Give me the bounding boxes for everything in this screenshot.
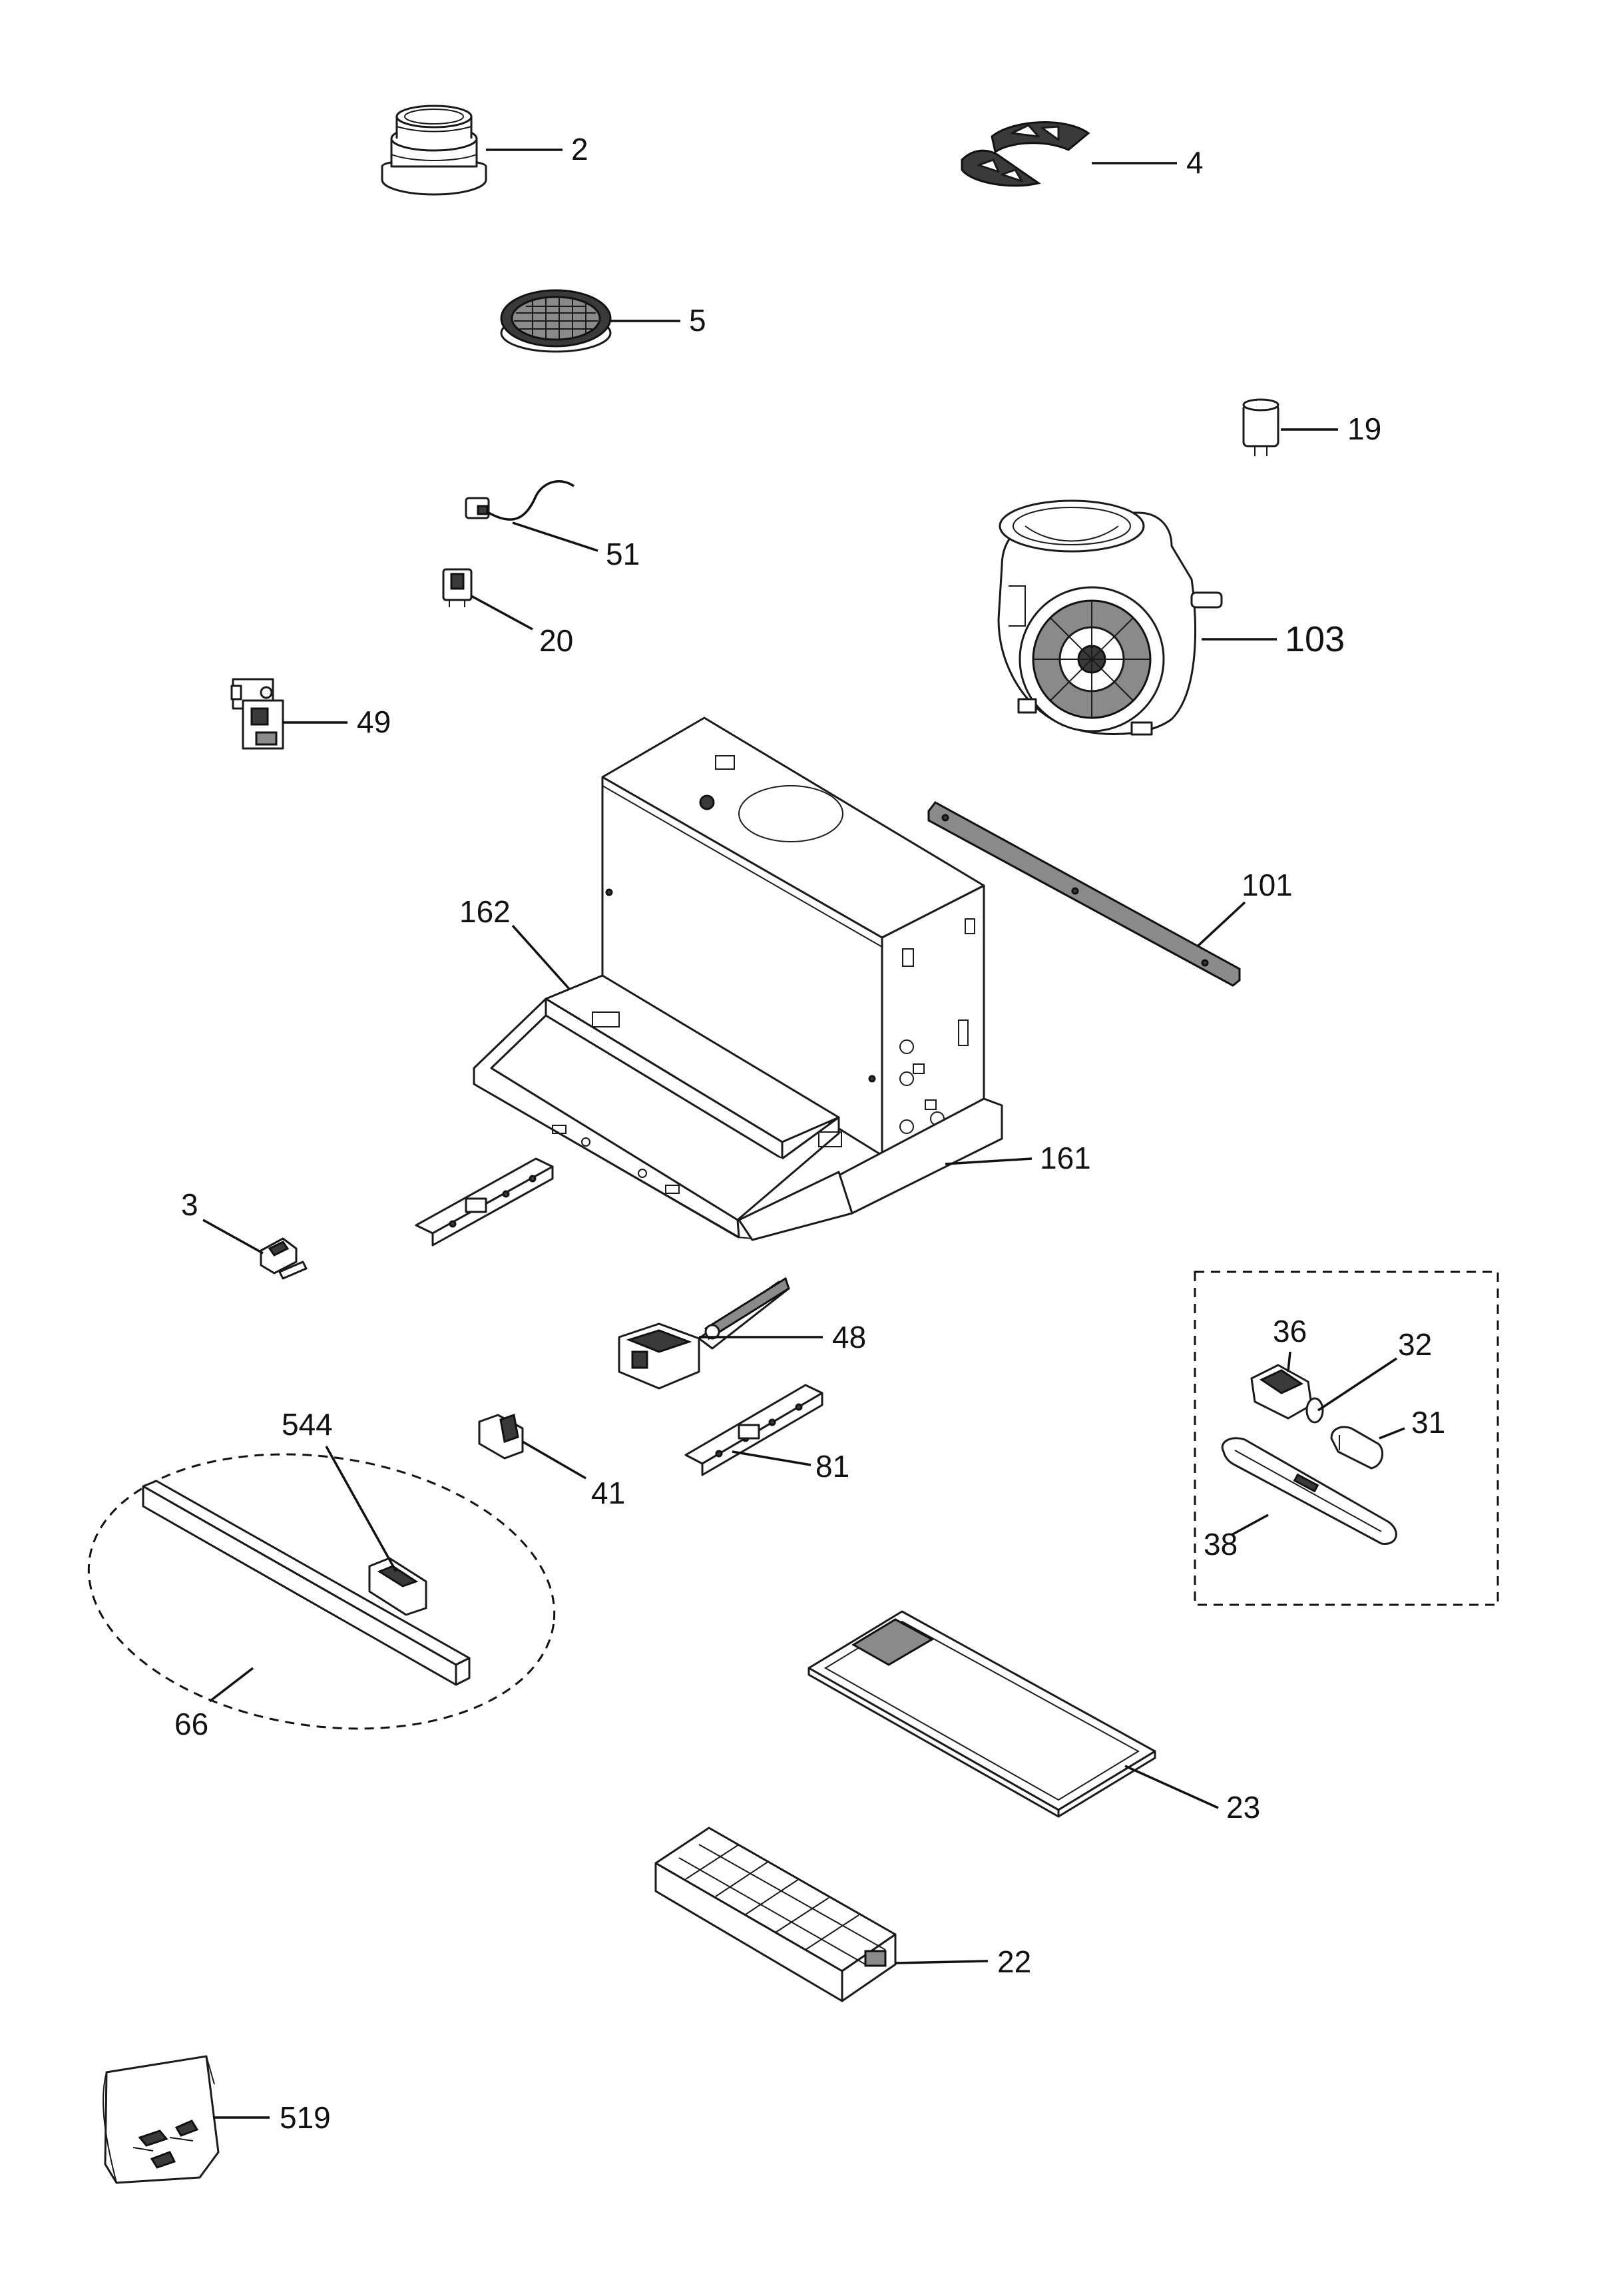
callout-22: 22 <box>997 1944 1031 1979</box>
callout-2: 2 <box>571 132 588 166</box>
part-19-capacitor <box>1242 398 1279 456</box>
part-103-blower-motor <box>997 499 1223 736</box>
part-41-bracket <box>478 1414 524 1460</box>
callout-41: 41 <box>591 1476 625 1510</box>
lighting-kit-group-box <box>1194 1271 1499 1606</box>
drawer-slide-upper <box>415 1157 554 1247</box>
callout-23: 23 <box>1226 1790 1260 1825</box>
part-22-carbon-filter-tray <box>654 1827 897 2002</box>
callout-19: 19 <box>1347 412 1381 446</box>
callout-32: 32 <box>1398 1327 1432 1362</box>
part-48-switch-block <box>618 1277 790 1390</box>
callout-162: 162 <box>459 894 511 929</box>
part-3-clip <box>260 1237 308 1280</box>
callout-544: 544 <box>282 1407 333 1442</box>
part-544-trim-clip <box>368 1557 427 1616</box>
callout-38: 38 <box>1204 1527 1238 1562</box>
callout-49: 49 <box>357 705 391 739</box>
part-66-front-trim-bar <box>142 1480 471 1686</box>
main-housing <box>601 717 985 1157</box>
part-5-round-filter <box>500 289 612 353</box>
part-101-side-rail <box>927 801 1241 987</box>
front-panel-group-ellipse <box>87 1453 556 1730</box>
part-49-control-module <box>230 678 284 750</box>
part-51-cable <box>465 480 574 521</box>
part-38-lamp-cover <box>1221 1437 1397 1545</box>
callout-161: 161 <box>1040 1141 1091 1175</box>
part-519-accessory-bag <box>103 2055 220 2184</box>
callout-3: 3 <box>181 1187 198 1222</box>
callout-51: 51 <box>606 537 640 571</box>
callout-81: 81 <box>815 1449 849 1484</box>
part-20-switch <box>442 568 473 607</box>
callout-36: 36 <box>1273 1314 1307 1348</box>
part-2-duct-collar <box>381 105 487 196</box>
part-31-bulb <box>1330 1426 1384 1470</box>
callout-5: 5 <box>689 303 706 338</box>
part-36-lamp-holder <box>1250 1364 1324 1424</box>
callout-519: 519 <box>280 2100 331 2135</box>
callout-4: 4 <box>1186 145 1204 180</box>
callout-31: 31 <box>1411 1405 1445 1440</box>
callout-48: 48 <box>832 1320 866 1354</box>
part-23-flat-filter <box>807 1610 1156 1818</box>
part-162-drawer-frame <box>473 974 842 1240</box>
callout-101: 101 <box>1242 868 1293 902</box>
part-161-base-panel <box>738 1097 1003 1241</box>
callout-103: 103 <box>1285 619 1345 659</box>
callout-66: 66 <box>174 1707 208 1741</box>
callout-20: 20 <box>539 623 573 658</box>
part-81-slide <box>684 1384 823 1476</box>
part-4-valve-flaps <box>961 121 1090 187</box>
